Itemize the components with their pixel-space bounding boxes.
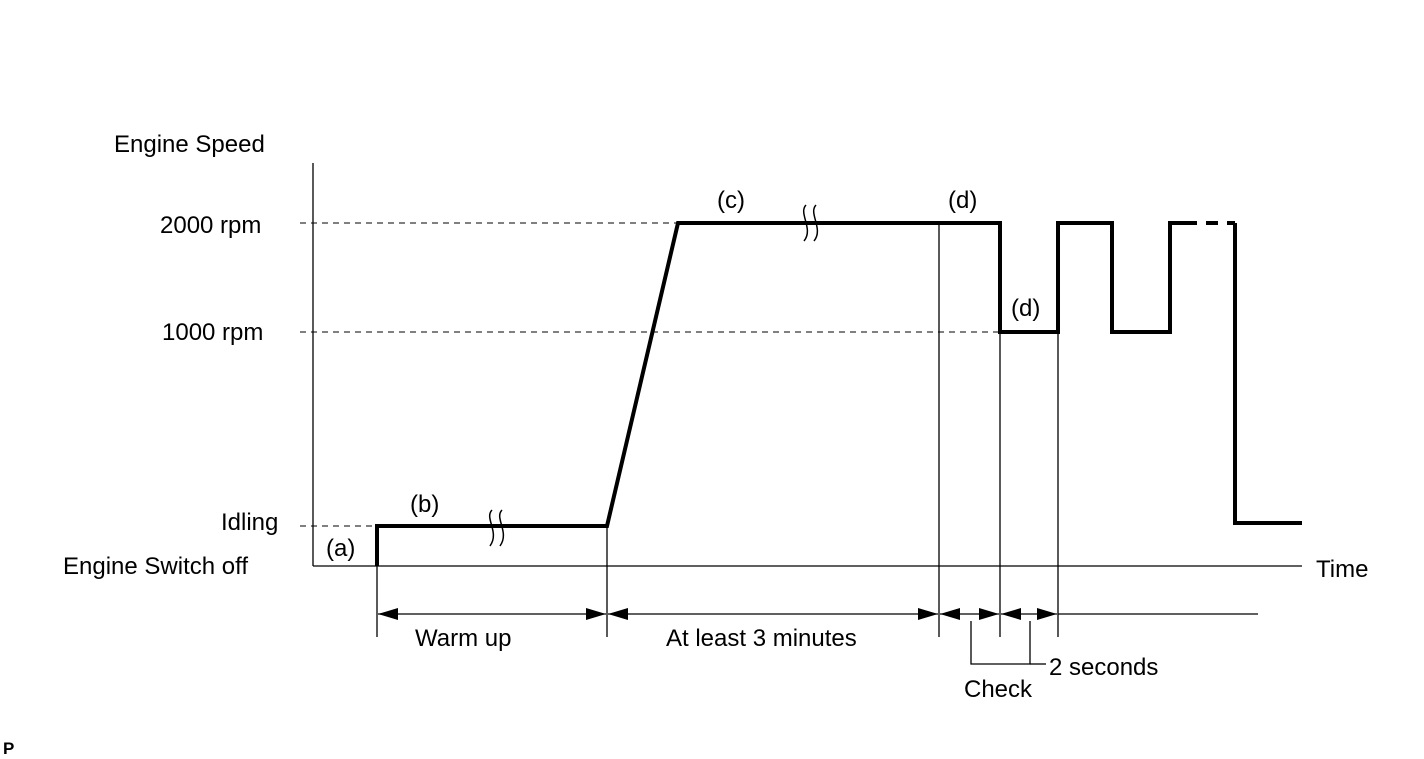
step-label-d-low: (d) <box>1011 295 1040 322</box>
level-label-switch-off: Engine Switch off <box>63 553 248 580</box>
engine-speed-profile <box>375 221 1185 566</box>
step-label-a: (a) <box>326 535 355 562</box>
step-label-b: (b) <box>410 491 439 518</box>
break-mark-2000rpm <box>802 204 819 242</box>
break-mark-idling <box>488 509 505 547</box>
interval-label-check: Check <box>964 676 1033 703</box>
corner-mark: P <box>3 739 14 758</box>
x-axis-title: Time <box>1316 556 1368 583</box>
check-bracket <box>970 621 1031 665</box>
level-label-idling: Idling <box>221 509 278 536</box>
level-label-2000rpm: 2000 rpm <box>160 212 261 239</box>
interval-label-2-seconds: 2 seconds <box>1049 654 1158 681</box>
step-label-c: (c) <box>717 187 745 214</box>
interval-label-warm-up: Warm up <box>415 625 511 652</box>
engine-speed-profile-end <box>1233 223 1302 525</box>
interval-label-3-minutes: At least 3 minutes <box>666 625 857 652</box>
y-axis-title: Engine Speed <box>114 131 265 158</box>
step-label-d-high: (d) <box>948 187 977 214</box>
level-label-1000rpm: 1000 rpm <box>162 319 263 346</box>
